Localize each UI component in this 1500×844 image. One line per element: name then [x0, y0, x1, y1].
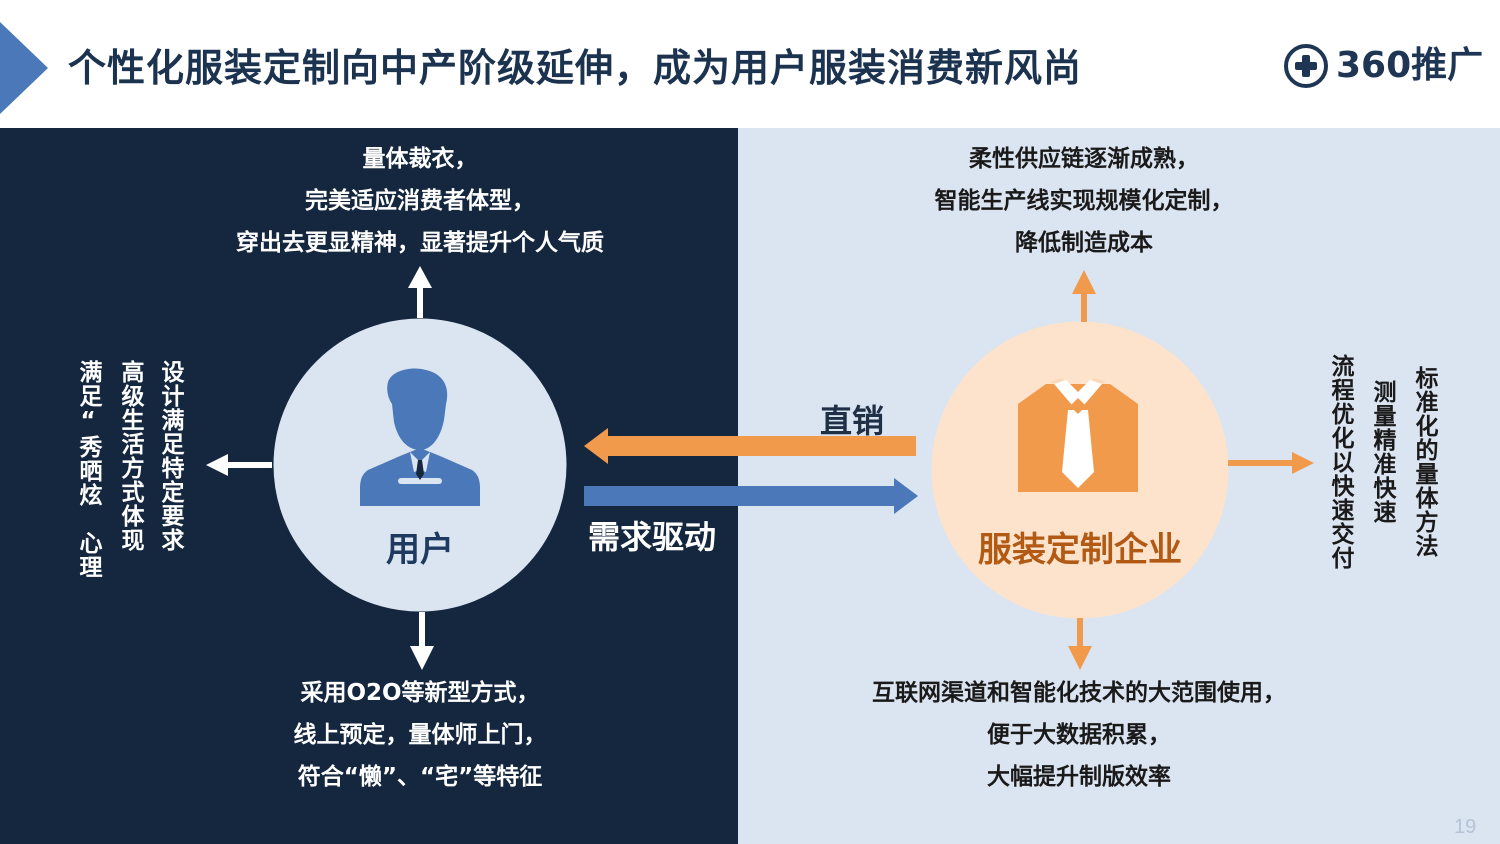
company-top-line: 降低制造成本 — [1015, 230, 1153, 256]
demand-driven-label: 需求驱动 — [588, 518, 717, 556]
demand-driven-arrow — [584, 478, 918, 514]
company-bottom-line: 大幅提升制版效率 — [987, 764, 1171, 790]
user-top-line: 穿出去更显精神，显著提升个人气质 — [236, 230, 604, 256]
user-bottom-line: 线上预定，量体师上门， — [293, 722, 547, 748]
user-bottom-text: 采用O2O等新型方式， 线上预定，量体师上门， 符合“懒”、“宅”等特征 — [170, 672, 670, 798]
company-bottom-text: 互联网渠道和智能化技术的大范围使用， 便于大数据积累， 大幅提升制版效率 — [804, 672, 1354, 798]
chevron-decoration-icon — [0, 22, 48, 114]
logo-plus-icon — [1284, 44, 1328, 88]
user-top-line: 完美适应消费者体型， — [305, 188, 535, 214]
user-top-text: 量体裁衣， 完美适应消费者体型， 穿出去更显精神，显著提升个人气质 — [170, 138, 670, 264]
company-advantage-column: 标准化的量体方法 — [1411, 366, 1437, 558]
direct-sales-label: 直销 — [820, 402, 885, 440]
brand-logo: 360推广 — [1282, 40, 1483, 92]
user-circle-label: 用户 — [386, 530, 454, 570]
user-up-arrow — [408, 266, 432, 318]
user-left-arrow — [206, 454, 272, 476]
logo-text: 360推广 — [1336, 45, 1484, 86]
company-circle-label: 服装定制企业 — [978, 530, 1182, 570]
company-down-arrow — [1068, 618, 1092, 670]
company-right-arrow — [1228, 452, 1314, 474]
page-title: 个性化服装定制向中产阶级延伸，成为用户服装消费新风尚 — [68, 46, 1083, 90]
header-bar: 个性化服装定制向中产阶级延伸，成为用户服装消费新风尚 360推广 — [0, 0, 1500, 128]
company-advantage-column: 测量精准快速 — [1369, 380, 1395, 524]
user-need-column: 满足“秀晒炫 心理 — [75, 360, 101, 579]
user-bottom-line: 符合“懒”、“宅”等特征 — [297, 764, 543, 790]
user-need-column: 高级生活方式体现 — [117, 360, 143, 552]
direct-sales-arrow — [584, 428, 916, 464]
user-need-column: 设计满足特定要求 — [157, 360, 183, 552]
page-number: 19 — [1454, 816, 1477, 838]
user-top-line: 量体裁衣， — [362, 146, 478, 172]
company-top-line: 柔性供应链逐渐成熟， — [969, 146, 1199, 172]
user-tie-detail — [416, 460, 424, 480]
suit-icon — [1018, 378, 1138, 492]
company-top-line: 智能生产线实现规模化定制， — [934, 188, 1234, 214]
company-up-arrow — [1072, 270, 1096, 322]
company-bottom-line: 便于大数据积累， — [987, 722, 1171, 748]
company-advantage-column: 流程优化以快速交付 — [1327, 354, 1353, 570]
user-down-arrow — [410, 612, 434, 670]
company-top-text: 柔性供应链逐渐成熟， 智能生产线实现规模化定制， 降低制造成本 — [834, 138, 1334, 264]
user-bottom-line: 采用O2O等新型方式， — [300, 680, 540, 706]
company-bottom-line: 互联网渠道和智能化技术的大范围使用， — [872, 680, 1286, 706]
